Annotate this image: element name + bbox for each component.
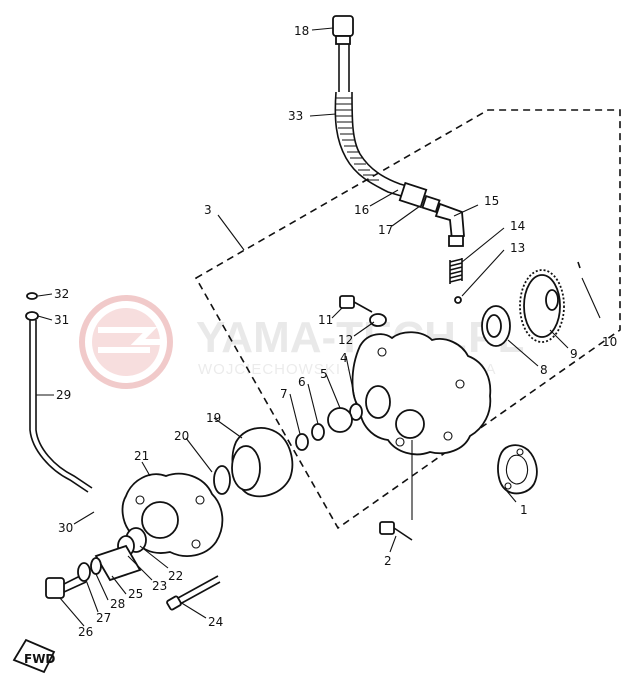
part-washer [369,313,387,327]
callout-19: 19 [206,411,221,425]
callout-18: 18 [294,24,309,38]
callout-5: 5 [320,367,328,381]
part-ball [454,296,462,304]
fwd-marker: FWD [12,638,55,674]
part-small-washers [295,403,363,451]
callout-8: 8 [540,363,548,377]
part-gear [519,269,565,343]
callout-22: 22 [168,569,183,583]
callout-31: 31 [54,313,69,327]
fwd-label: FWD [24,652,55,666]
callout-12: 12 [338,333,353,347]
callout-28: 28 [110,597,125,611]
part-hose [334,91,415,199]
callout-13: 13 [510,241,525,255]
callout-16: 16 [354,203,369,217]
callout-29: 29 [56,388,71,402]
assembly-boundary [194,109,621,530]
callout-10: 10 [602,335,617,349]
callout-3: 3 [204,203,212,217]
callout-26: 26 [78,625,93,639]
callout-11: 11 [318,313,333,327]
part-rotor [231,427,294,498]
part-cable [25,292,93,493]
callout-20: 20 [174,429,189,443]
part-long-bolt [166,575,221,611]
callout-24: 24 [208,615,223,629]
callout-15: 15 [484,194,499,208]
part-bearing [481,305,511,347]
callout-9: 9 [570,347,578,361]
callout-27: 27 [96,611,111,625]
part-rod [338,44,350,92]
part-bolt-top [339,295,373,313]
part-elbow [434,202,465,247]
part-seals [94,527,147,582]
callout-1: 1 [520,503,528,517]
callout-33: 33 [288,109,303,123]
part-o-ring [213,465,231,495]
callout-32: 32 [54,287,69,301]
callout-17: 17 [378,223,393,237]
callout-6: 6 [298,375,306,389]
leader-lines [36,27,601,627]
callout-7: 7 [280,387,288,401]
part-pin [577,261,581,269]
part-spring [449,258,463,284]
part-drain-bolt [45,557,102,599]
callout-4: 4 [340,351,348,365]
part-fitting [398,181,441,214]
part-gasket [497,444,538,495]
part-bolt-bottom [379,521,413,541]
callout-30: 30 [58,521,73,535]
watermark-logo [79,295,173,389]
callout-23: 23 [152,579,167,593]
callout-2: 2 [384,554,392,568]
part-pump-housing [351,331,492,456]
callout-21: 21 [134,449,149,463]
callout-14: 14 [510,219,525,233]
callout-25: 25 [128,587,143,601]
part-cap [332,15,354,45]
callouts: 1 2 3 4 5 6 7 8 9 10 11 12 13 14 15 16 1… [54,24,617,639]
